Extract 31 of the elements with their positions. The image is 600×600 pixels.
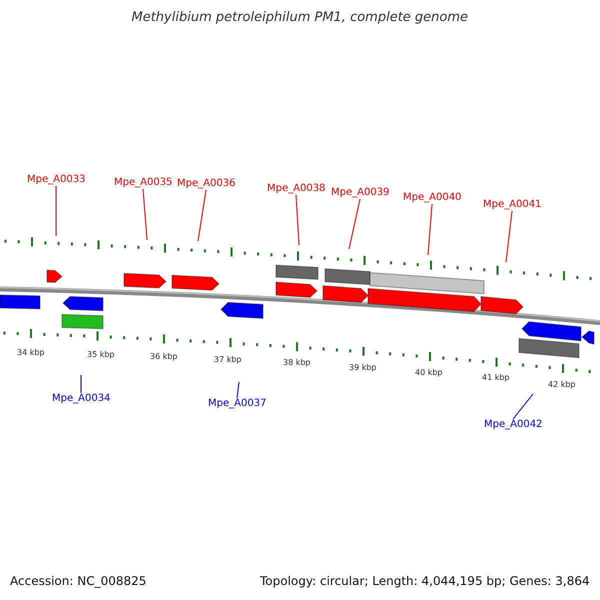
scale-label: 36 kbp: [150, 352, 178, 362]
gene-label: Mpe_A0039: [331, 187, 390, 199]
scale-label: 40 kbp: [415, 368, 443, 378]
leader-line: [236, 382, 240, 398]
gene-label: Mpe_A0035: [114, 177, 172, 189]
gene-label: Mpe_A0038: [267, 183, 326, 195]
scale-label: 35 kbp: [87, 350, 115, 360]
scale-label: 39 kbp: [349, 363, 377, 373]
scale-label: 38 kbp: [283, 358, 311, 368]
scale-label: 42 kbp: [548, 380, 576, 390]
scale-label: 37 kbp: [214, 355, 242, 365]
gene-label: Mpe_A0036: [177, 178, 236, 190]
title: Methylibium petroleiphilum PM1, complete genome: [132, 10, 468, 26]
gene-label: Mpe_A0042: [484, 419, 542, 431]
accession-text: Accession: NC_008825: [10, 574, 146, 588]
genome-stats-text: Topology: circular; Length: 4,044,195 bp; Genes: 3,864: [260, 574, 590, 588]
leader-line: [296, 194, 300, 246]
gene-label: Mpe_A0033: [27, 174, 86, 186]
gene-label: Mpe_A0034: [52, 393, 110, 405]
leader-line: [80, 374, 82, 394]
gene-label: Mpe_A0037: [208, 398, 266, 410]
leader-line: [198, 190, 206, 242]
leader-line: [348, 198, 360, 250]
scale-label: 34 kbp: [17, 348, 45, 358]
scale-label: 41 kbp: [482, 373, 510, 383]
leader-line: [428, 204, 432, 256]
leader-line: [512, 394, 534, 420]
gene-label: Mpe_A0041: [483, 199, 542, 211]
leader-line: [142, 188, 148, 240]
leader-line: [506, 210, 512, 262]
gene-label: Mpe_A0040: [403, 192, 462, 204]
